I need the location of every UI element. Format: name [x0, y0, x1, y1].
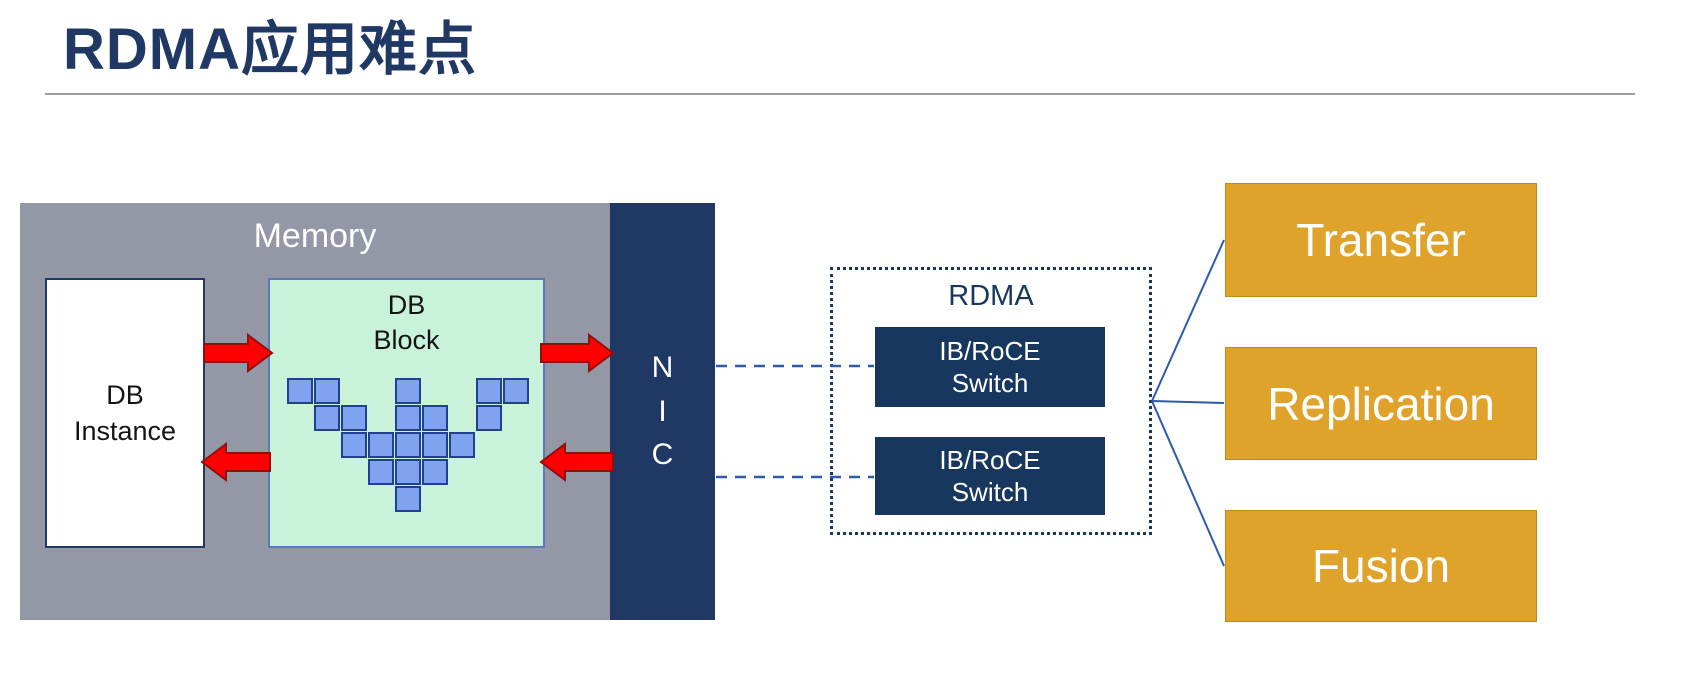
db-block-square [395, 459, 421, 485]
db-block-square [341, 405, 367, 431]
db-block-square [476, 405, 502, 431]
db-block-square [395, 486, 421, 512]
page-title: RDMA应用难点 [63, 17, 477, 82]
db-block-square [395, 378, 421, 404]
db-instance-box: DB Instance [45, 278, 205, 548]
db-block-square [395, 432, 421, 458]
transfer-box: Transfer [1225, 183, 1537, 297]
db-block-square [422, 459, 448, 485]
db-block-square [503, 378, 529, 404]
db-instance-label: DB Instance [73, 379, 177, 446]
memory-label: Memory [253, 217, 377, 255]
ib-roce-switch-2: IB/RoCE Switch [875, 437, 1105, 515]
rdma-group-box: RDMA [830, 267, 1152, 535]
db-block-square [368, 459, 394, 485]
link-rdma-to-fusion [1151, 400, 1225, 567]
db-block-square [395, 405, 421, 431]
db-block-square [422, 432, 448, 458]
nic-box: N I C [610, 203, 715, 620]
ib-roce-switch-1: IB/RoCE Switch [875, 327, 1105, 407]
db-block-square [314, 405, 340, 431]
fusion-box: Fusion [1225, 510, 1537, 622]
title-divider [45, 93, 1635, 95]
db-block-label: DB Block [373, 290, 440, 356]
rdma-label: RDMA [948, 280, 1034, 312]
db-block-box: DB Block [268, 278, 545, 548]
nic-label: N I C [651, 351, 674, 472]
db-block-square [341, 432, 367, 458]
link-rdma-to-replication [1151, 400, 1225, 404]
link-rdma-to-transfer [1151, 239, 1225, 402]
db-block-square [476, 378, 502, 404]
replication-box: Replication [1225, 347, 1537, 460]
db-block-square [368, 432, 394, 458]
db-block-square [287, 378, 313, 404]
db-block-square [422, 405, 448, 431]
db-block-square [314, 378, 340, 404]
db-block-square [449, 432, 475, 458]
db-block-squares [270, 280, 543, 546]
